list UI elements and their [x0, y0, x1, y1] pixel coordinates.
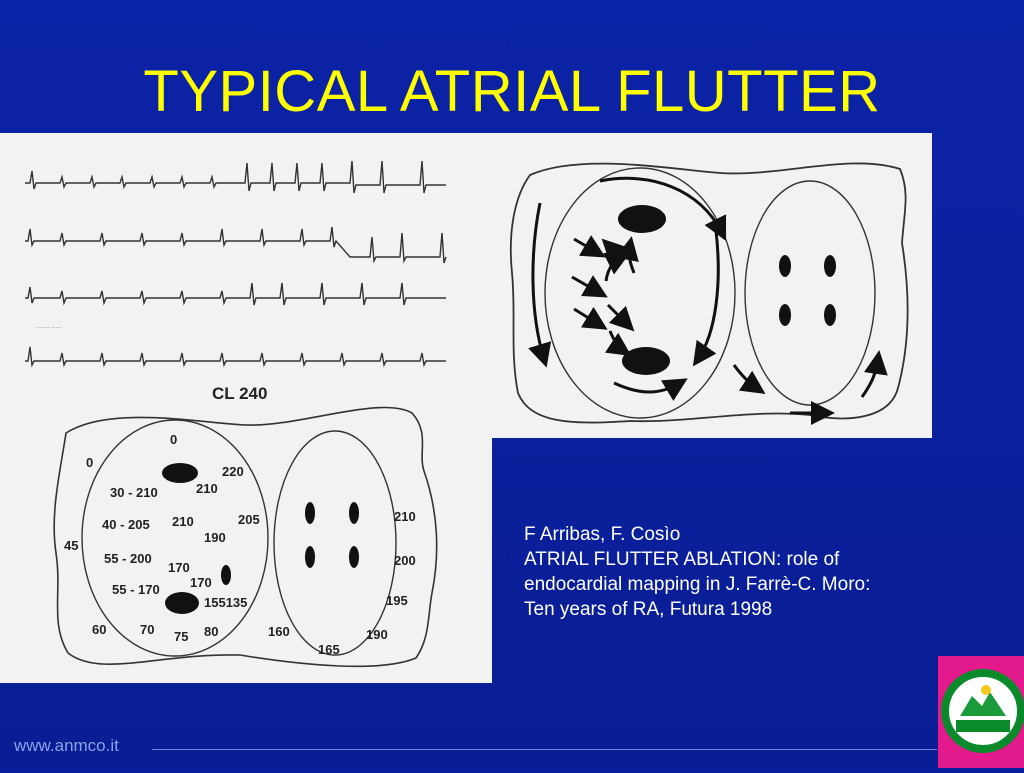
activation-label: 205	[238, 512, 260, 527]
activation-label: 60	[92, 622, 106, 637]
citation-source: endocardial mapping in J. Farrè-C. Moro:	[524, 574, 871, 595]
activation-label: 55 - 200	[104, 551, 152, 566]
activation-label: 165	[318, 642, 340, 657]
pulmonary-vein-2	[349, 502, 359, 524]
svc-ostium	[162, 463, 198, 483]
activation-label: 45	[64, 538, 78, 553]
activation-label: 200	[394, 553, 416, 568]
ivc-ostium	[165, 592, 199, 614]
pulmonary-vein-1	[305, 502, 315, 524]
slide-title: TYPICAL ATRIAL FLUTTER	[143, 59, 881, 124]
activation-label: 160	[268, 624, 290, 639]
activation-label: 0	[170, 432, 177, 447]
activation-label: 170	[190, 575, 212, 590]
activation-label: 0	[86, 455, 93, 470]
activation-label: 70	[140, 622, 154, 637]
activation-map-figure: ······· ····· CL 240 0 0 220 30 - 210 21…	[0, 133, 492, 683]
activation-map-drawing: ······· ····· CL 240 0 0 220 30 - 210 21…	[25, 160, 447, 668]
citation-title: ATRIAL FLUTTER ABLATION: role of	[524, 549, 840, 570]
ecg-strips	[25, 160, 447, 368]
circuit-diagram-drawing	[509, 162, 909, 425]
activation-label: 55 - 170	[112, 582, 160, 597]
right-atrium-outline	[81, 419, 269, 657]
pulmonary-vein-3	[305, 546, 315, 568]
citation-caption: F Arribas, F. Cosìo ATRIAL FLUTTER ABLAT…	[524, 522, 870, 622]
circuit-diagram-figure	[490, 133, 932, 438]
pulmonary-vein-4	[824, 304, 836, 326]
pulmonary-vein-1	[779, 255, 791, 277]
activation-label: 155135	[204, 595, 247, 610]
left-atrium-outline	[273, 430, 397, 656]
hospital-logo	[938, 656, 1024, 768]
pulmonary-vein-4	[349, 546, 359, 568]
activation-label: 195	[386, 593, 408, 608]
activation-label: 210	[196, 481, 218, 496]
activation-label: 190	[204, 530, 226, 545]
hospital-logo-icon	[941, 669, 1024, 753]
pulmonary-vein-3	[779, 304, 791, 326]
activation-label: 30 - 210	[110, 485, 158, 500]
coronary-sinus-ostium	[221, 565, 231, 585]
svc-ostium	[618, 205, 666, 233]
citation-publication: Ten years of RA, Futura 1998	[524, 599, 773, 620]
right-atrium-outline	[544, 167, 736, 419]
ecg-small-annotation: ······· ·····	[36, 325, 62, 331]
activation-label: 80	[204, 624, 218, 639]
heart-outline	[53, 406, 438, 668]
activation-label: 170	[168, 560, 190, 575]
activation-time-labels: 0 0 220 30 - 210 210 40 - 205 210 205 19…	[64, 432, 416, 657]
activation-label: 220	[222, 464, 244, 479]
ivc-ostium	[622, 347, 670, 375]
pulmonary-vein-2	[824, 255, 836, 277]
footer-url: www.anmco.it	[14, 736, 119, 755]
left-atrium-outline	[744, 180, 876, 406]
activation-label: 190	[366, 627, 388, 642]
citation-authors: F Arribas, F. Cosìo	[524, 524, 681, 545]
footer-divider	[152, 749, 937, 750]
heart-outline	[509, 162, 909, 424]
activation-label: 210	[172, 514, 194, 529]
cycle-length-label: CL 240	[212, 384, 267, 403]
activation-arrows	[528, 176, 888, 425]
activation-label: 75	[174, 629, 188, 644]
activation-label: 210	[394, 509, 416, 524]
activation-label: 40 - 205	[102, 517, 150, 532]
